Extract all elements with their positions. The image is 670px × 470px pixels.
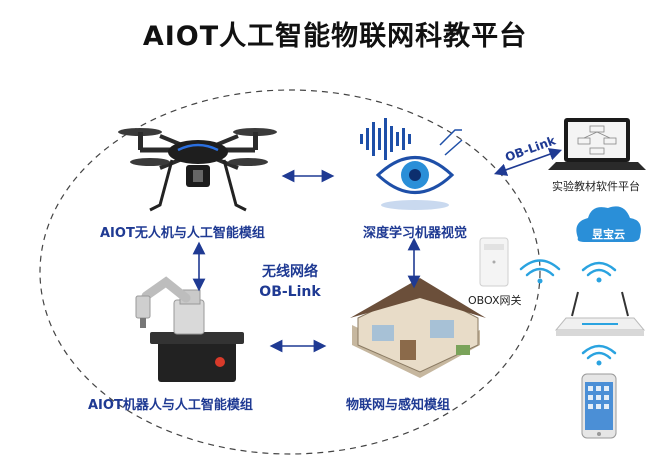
network-label-line1: 无线网络 — [262, 264, 318, 280]
laptop-icon — [548, 118, 646, 170]
robot-arm-image — [135, 276, 244, 382]
robot-module-label: AIOT机器人与人工智能模组 — [88, 398, 253, 413]
smart-home-image — [350, 278, 486, 378]
network-label: 无线网络 OB-Link — [245, 262, 335, 302]
wifi-icon — [581, 261, 617, 283]
arrow-oblink — [493, 148, 563, 176]
wifi-icon — [581, 344, 617, 366]
obox-gateway-icon — [479, 237, 509, 287]
obox-label: OBOX网关 — [468, 294, 522, 307]
cloud-icon — [576, 206, 641, 242]
page-title: AIOT人工智能物联网科教平台 — [142, 21, 528, 52]
phone-icon — [581, 373, 617, 439]
iot-module-label: 物联网与感知模组 — [346, 398, 451, 413]
cloud-label: 昱宝云 — [592, 228, 625, 241]
platform-boundary — [39, 89, 541, 455]
vision-image — [360, 118, 463, 210]
laptop-label: 实验教材软件平台 — [552, 180, 640, 193]
wifi-icon — [519, 259, 561, 284]
router-icon — [554, 291, 646, 336]
network-label-line2: OB-Link — [259, 284, 321, 300]
vision-module-label: 深度学习机器视觉 — [363, 226, 468, 241]
drone-module-label: AIOT无人机与人工智能模组 — [100, 226, 265, 241]
drone-image — [118, 128, 277, 212]
